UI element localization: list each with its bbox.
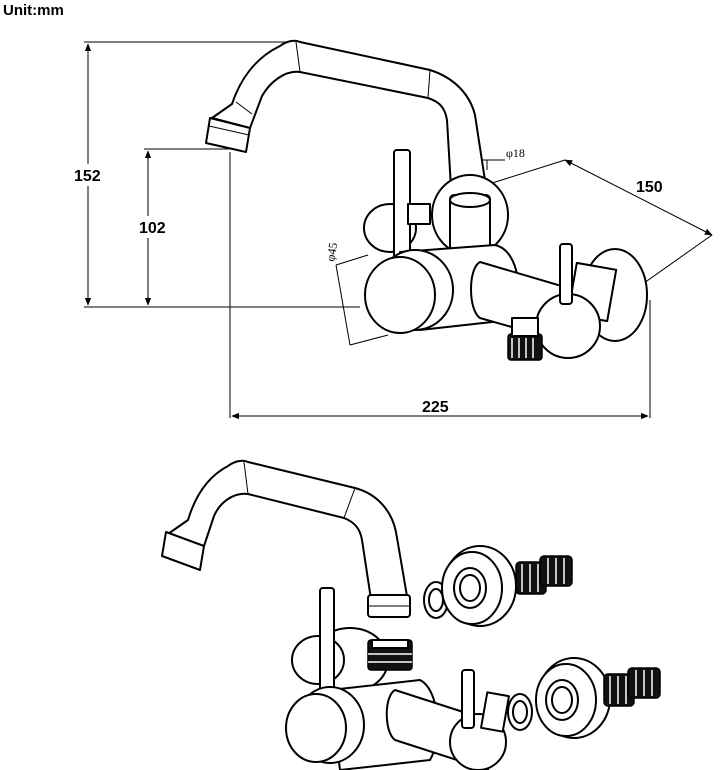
dimension-phi45: φ45 [323, 241, 389, 346]
dimension-225: 225 [231, 399, 649, 420]
exploded-faucet-view [161, 459, 661, 770]
dimension-102: 102 [126, 150, 170, 306]
assembled-faucet-view: 152 102 225 150 φ18 [66, 39, 713, 420]
lower-eccentric-connector [603, 667, 661, 707]
dimension-152: 152 [66, 43, 110, 306]
dimension-phi18-label: φ18 [506, 146, 525, 160]
dimension-225-label: 225 [422, 399, 449, 416]
dimension-102-label: 102 [139, 220, 166, 237]
dimension-152-label: 152 [74, 168, 101, 185]
unit-label: Unit:mm [3, 2, 64, 19]
dimension-phi45-label: φ45 [323, 241, 340, 262]
upper-eccentric-connector [515, 555, 573, 595]
dimension-150-label: 150 [636, 179, 663, 196]
